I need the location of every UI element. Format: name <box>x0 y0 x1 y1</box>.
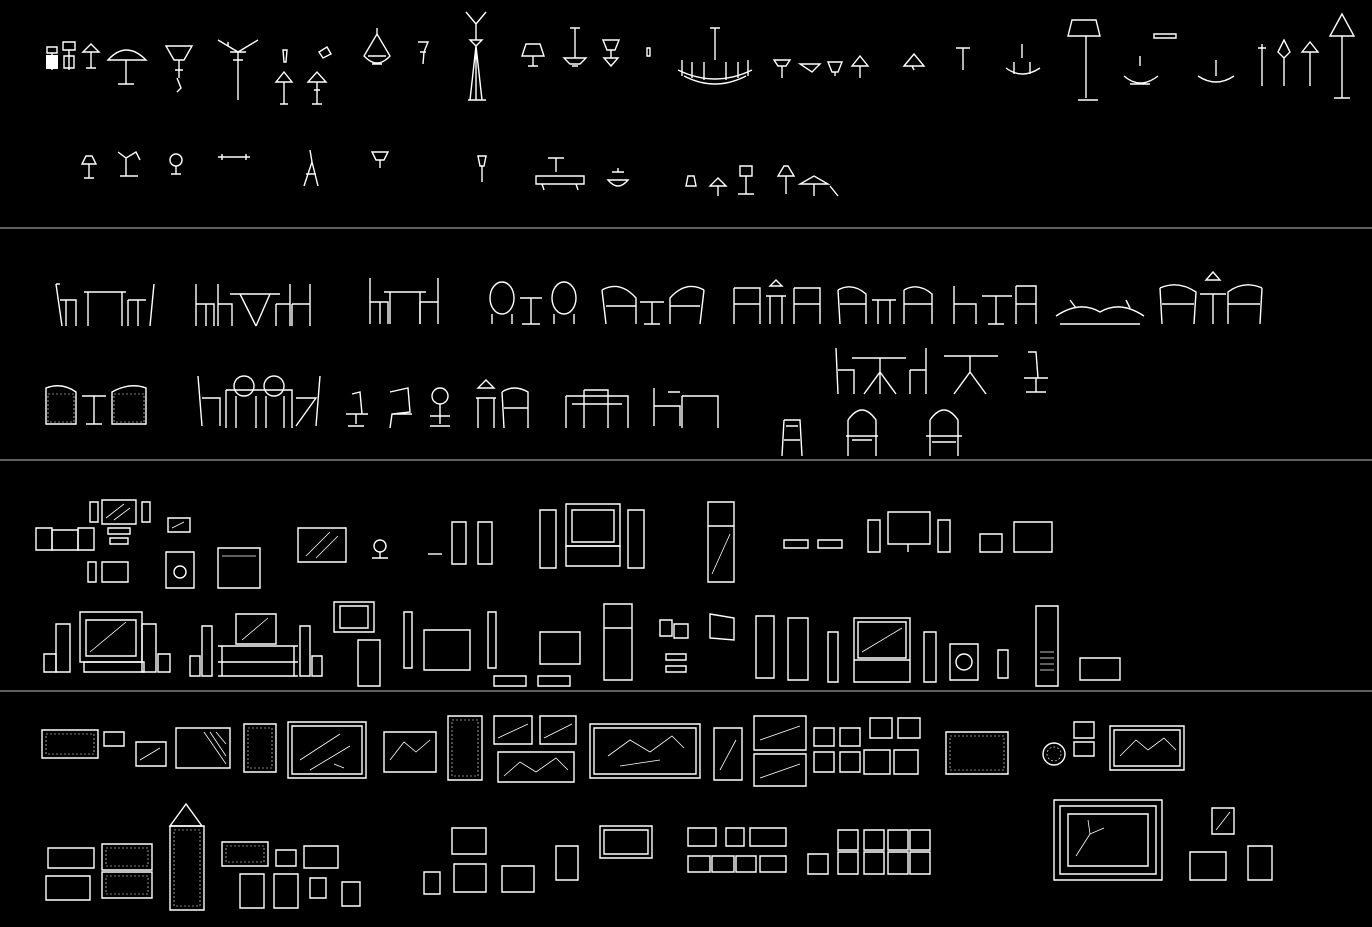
dining-set-six-chairs <box>198 376 320 428</box>
wall-sconce-vase <box>478 156 486 182</box>
dvd-stack <box>494 632 580 686</box>
globe-lamp <box>170 154 182 174</box>
section-appliances <box>36 500 1120 686</box>
tv-cabinet-classic <box>854 618 936 682</box>
dining-set-wicker <box>1160 272 1262 324</box>
pendant-lamp-small <box>418 42 428 64</box>
dining-set-armchairs <box>56 284 154 326</box>
cafe-set-ornate <box>490 282 576 324</box>
framed-collage <box>222 842 360 908</box>
refrigerator-tall <box>708 502 734 582</box>
tv-console-set <box>868 512 950 552</box>
table-lamp-cluster <box>686 166 838 196</box>
desk-lamp-articulated <box>118 152 140 176</box>
stereo-receiver <box>980 522 1052 552</box>
scroll-painting-vertical <box>170 804 204 910</box>
painting-bird <box>288 722 366 778</box>
crt-tv <box>334 602 496 686</box>
dining-set-four-chairs <box>196 284 310 326</box>
microwave-oven <box>88 518 260 588</box>
flat-tv <box>298 528 346 562</box>
painting-fish-pair <box>754 716 806 786</box>
framed-mirror-small <box>600 826 652 858</box>
painting-mountain-wide <box>1110 726 1184 770</box>
desk-fan <box>372 540 388 558</box>
chandelier-bar <box>536 158 584 190</box>
framed-mirror-large <box>1054 800 1162 880</box>
chaise-set-carved <box>1056 300 1144 324</box>
side-table-lamp-set <box>476 380 528 428</box>
pendant-lamp-lantern <box>564 28 586 66</box>
office-chair-set <box>346 388 450 428</box>
chandelier-bowl <box>364 28 390 64</box>
dining-set-bentwood <box>838 287 932 324</box>
decorative-plate <box>1043 722 1094 765</box>
chandelier-candle <box>1006 44 1040 74</box>
table-lamp-wide-shade <box>108 50 146 84</box>
painting-mountain <box>384 732 436 772</box>
wall-sconce-pair <box>276 47 331 104</box>
wall-sconce-star <box>1258 40 1318 86</box>
table-lamp-pyramid <box>904 48 970 70</box>
home-theater-crt <box>44 612 170 672</box>
small-frame-grid-2 <box>808 830 930 874</box>
framed-photo-cluster <box>424 828 578 894</box>
lounge-set-round-table <box>602 286 704 324</box>
air-conditioner-tower <box>1036 606 1120 686</box>
floor-lamp-tripod <box>466 12 486 100</box>
painting-koi-vertical <box>714 728 742 780</box>
framed-print-small-set <box>1190 808 1272 880</box>
desk-armchair-set <box>654 388 718 428</box>
chandelier-tiered <box>1124 34 1234 84</box>
section-wall-art <box>42 716 1272 910</box>
refrigerator-double <box>604 604 734 680</box>
floor-lamp-cone <box>1330 14 1354 98</box>
dvd-player <box>784 540 842 548</box>
speaker-pair <box>428 522 492 564</box>
chandelier-crystal-large <box>678 28 752 84</box>
small-frame-grid <box>814 718 920 774</box>
table-lamp-set <box>46 42 99 70</box>
painting-landscape <box>42 730 166 766</box>
washing-machine <box>950 644 1008 680</box>
framed-print-stripes <box>176 724 276 772</box>
framed-photo-set <box>46 844 152 900</box>
hifi-stereo-set <box>36 500 150 550</box>
bar-stool-set <box>836 348 1048 394</box>
scroll-painting-koi <box>448 716 576 782</box>
table-lamp-bell <box>522 44 544 66</box>
pendant-lamp-tulip <box>166 46 192 92</box>
floor-lamp-tripod-small <box>304 150 318 186</box>
table-lamp-small <box>82 156 96 178</box>
wall-lamp-cone <box>603 40 650 66</box>
floor-lamp-tall <box>1068 20 1100 100</box>
side-chair-set <box>782 410 962 456</box>
gallery-wall-grid <box>688 828 786 872</box>
dining-set-table-two-chairs <box>370 278 438 324</box>
section-lamps <box>46 12 1354 196</box>
wall-bar-light <box>218 154 250 160</box>
armchair-table-set <box>734 280 820 324</box>
wall-sconce-group <box>774 56 868 78</box>
dining-set-simple <box>954 286 1036 324</box>
water-dispenser <box>756 616 838 682</box>
ceiling-lamp-dome <box>608 168 628 186</box>
section-dining-sets <box>46 272 1262 456</box>
painting-flowers <box>946 732 1008 774</box>
lounge-set-club <box>46 386 146 424</box>
home-theater-system <box>540 504 644 568</box>
tv-cabinet-speakers <box>190 614 322 676</box>
writing-desk-chair <box>566 390 628 428</box>
painting-horse-wide <box>590 724 700 778</box>
pendant-lamp-double-shade <box>218 40 258 100</box>
pendant-lamp-mushroom <box>372 152 388 168</box>
